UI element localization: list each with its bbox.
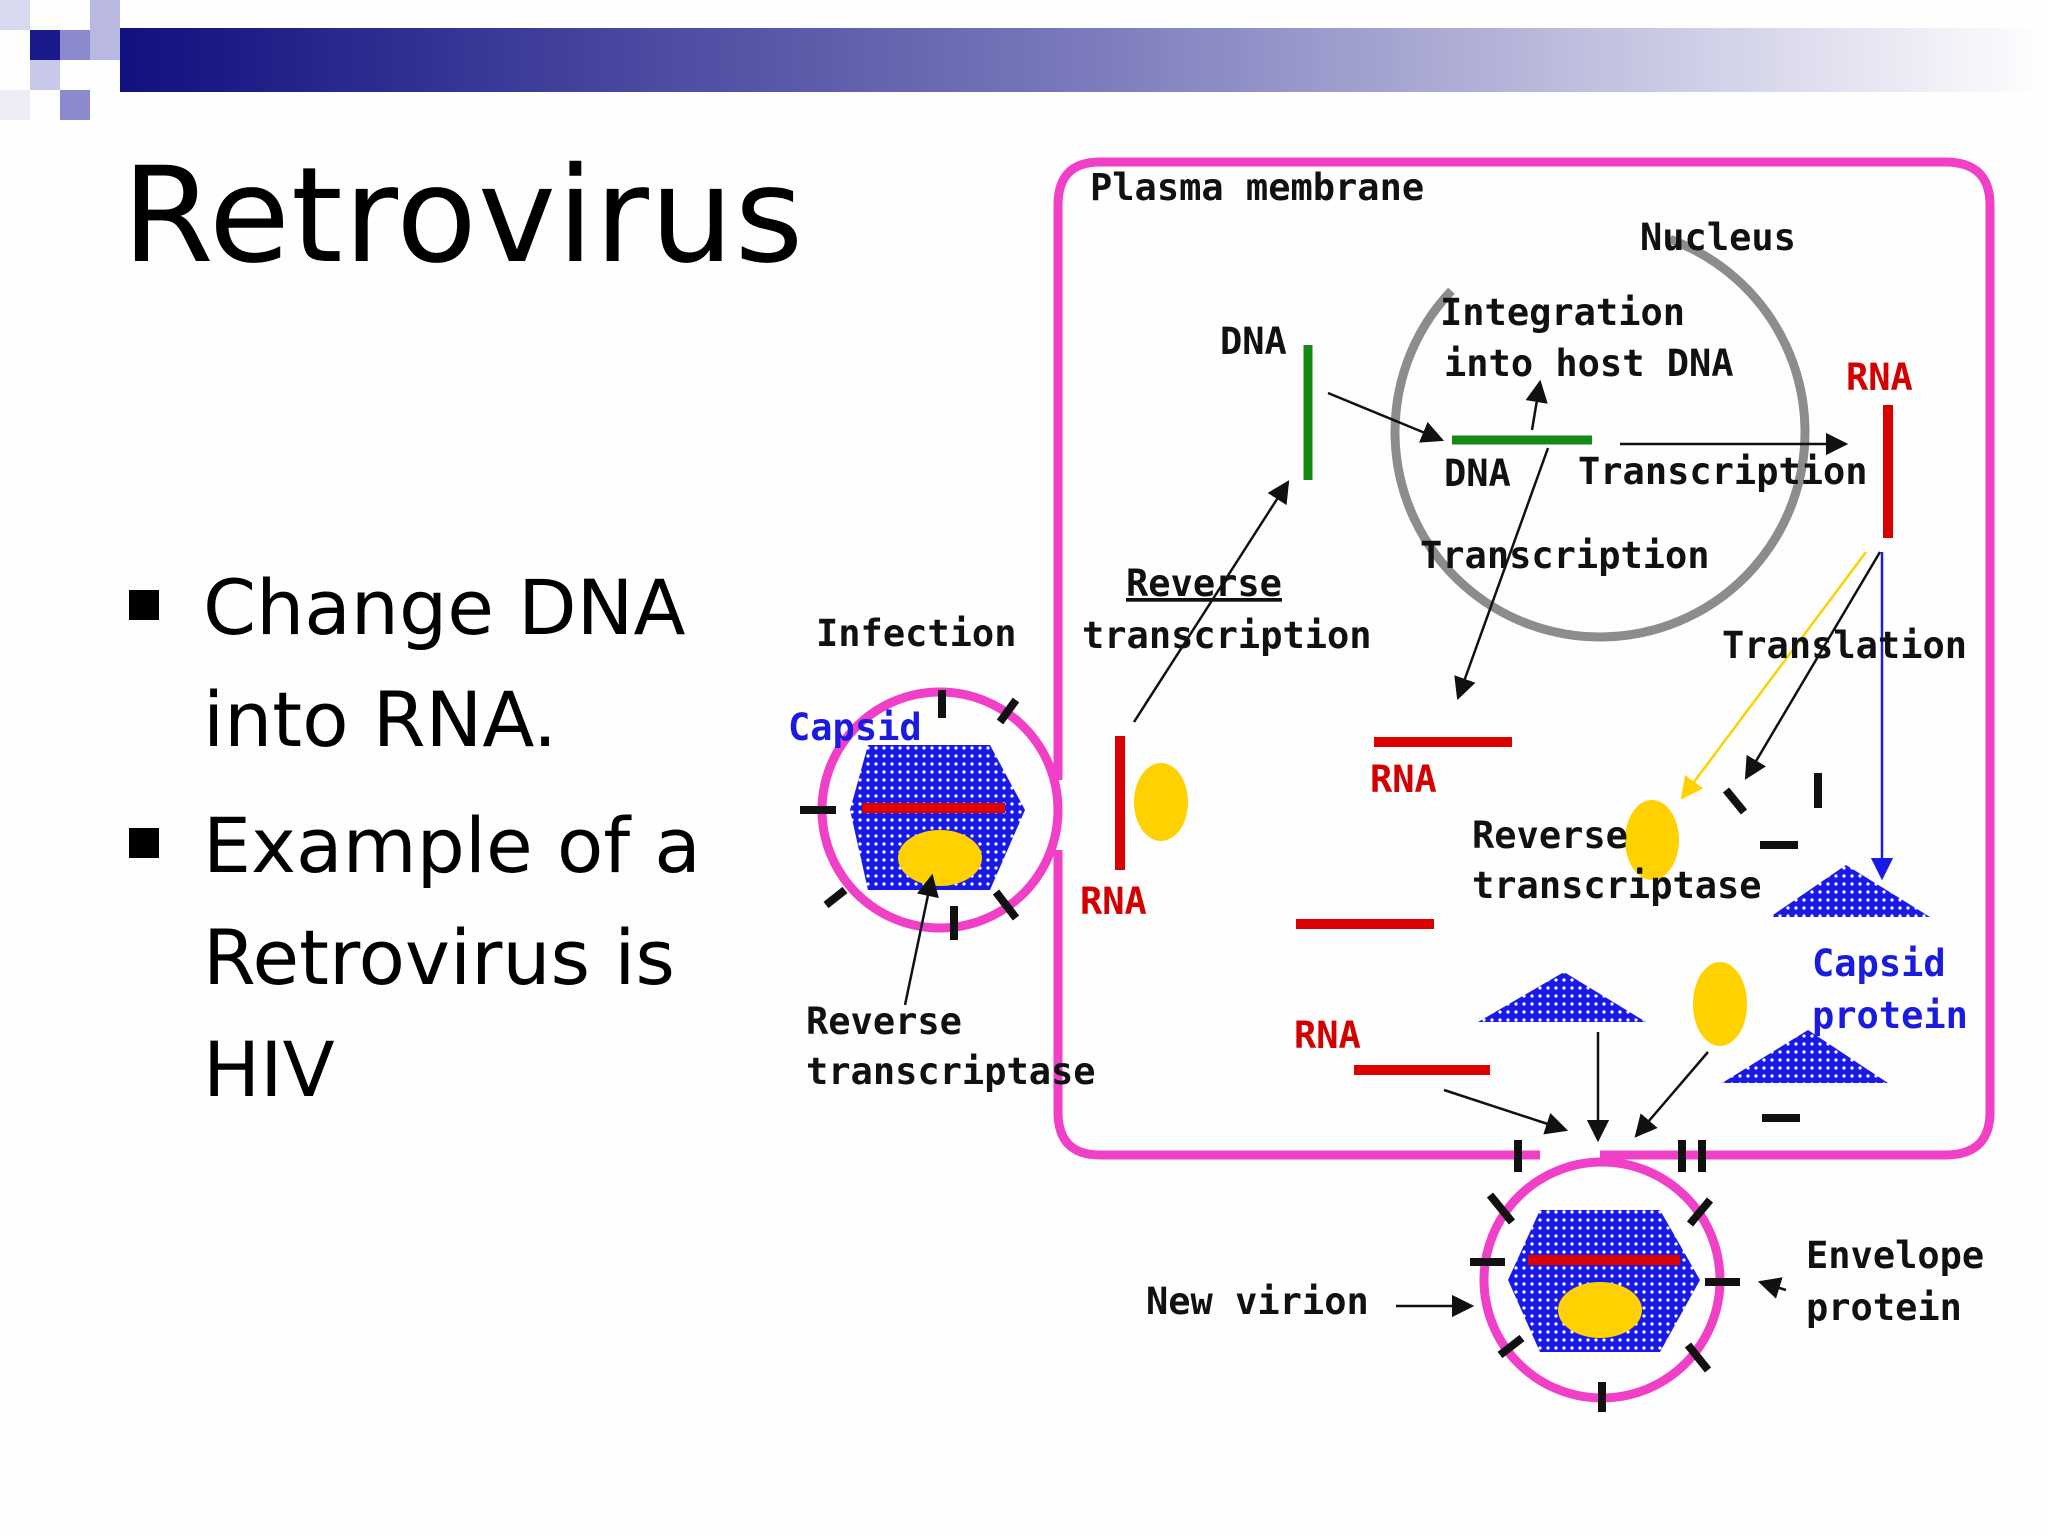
label-nucleus: Nucleus — [1640, 216, 1796, 259]
label-dna-left: DNA — [1220, 320, 1287, 363]
label-reverse-transcription-1: Reverse — [1126, 562, 1282, 605]
label-plasma-membrane: Plasma membrane — [1090, 166, 1424, 209]
arrow-translation-black — [1744, 551, 1882, 780]
label-dna-nucleus: DNA — [1444, 452, 1511, 495]
label-capsid-protein-2: protein — [1812, 994, 1968, 1037]
label-new-virion: New virion — [1146, 1280, 1369, 1323]
capsid-protein-mid — [1478, 972, 1646, 1022]
label-infection: Infection — [816, 612, 1016, 655]
label-capsid: Capsid — [788, 706, 922, 749]
label-transcription-inner: Transcription — [1420, 534, 1710, 577]
reverse-transcriptase-infection — [1134, 763, 1188, 841]
label-rt-bottom-2: transcriptase — [806, 1050, 1096, 1093]
arrow-translation-yellow — [1680, 551, 1868, 800]
capsid-protein-bottom — [1722, 1030, 1888, 1083]
bullet-hiv-example: Example of a Retrovirus is HIV — [125, 790, 765, 1126]
capsid-protein-right — [1770, 865, 1930, 917]
title-banner — [0, 0, 2048, 120]
label-rna-bottom: RNA — [1294, 1014, 1361, 1057]
label-rna-left: RNA — [1080, 880, 1147, 923]
plasma-membrane — [1053, 157, 1995, 1160]
label-integration-1: Integration — [1440, 291, 1685, 334]
arrow-transcription-in — [1454, 447, 1550, 701]
reverse-transcriptase-mid — [1625, 800, 1679, 880]
bullet-change-dna: Change DNA into RNA. — [125, 552, 765, 776]
label-rt-bottom-1: Reverse — [806, 1000, 962, 1043]
label-translation: Translation — [1722, 624, 1967, 667]
new-virion — [1470, 1140, 1740, 1412]
arrow-rt-label — [903, 873, 939, 1006]
label-rt-mid-2: transcriptase — [1472, 864, 1762, 907]
label-envelope-2: protein — [1806, 1286, 1962, 1329]
bullet-list: Change DNA into RNA. Example of a Retrov… — [125, 552, 765, 1140]
label-envelope-1: Envelope — [1806, 1234, 1984, 1277]
arrow-dna-to-nucleus — [1327, 391, 1445, 443]
arrow-reverse-transcription — [1132, 480, 1290, 723]
label-reverse-transcription-2: transcription — [1082, 614, 1372, 657]
infecting-virion — [800, 687, 1063, 940]
arrow-rna-to-virion — [1443, 1088, 1569, 1135]
envelope-proteins — [1722, 773, 1822, 1122]
arrow-rt-to-virion — [1634, 1051, 1709, 1138]
label-rt-mid-1: Reverse — [1472, 814, 1628, 857]
label-rna-top-right: RNA — [1846, 356, 1913, 399]
nucleus — [1390, 222, 1810, 642]
slide-title: Retrovirus — [122, 139, 805, 293]
label-transcription-right: Transcription — [1578, 450, 1868, 493]
label-integration-2: into host DNA — [1444, 342, 1734, 385]
label-capsid-protein-1: Capsid — [1812, 942, 1946, 985]
arrow-integration — [1525, 379, 1548, 431]
reverse-transcriptase-lower — [1693, 962, 1747, 1046]
arrow-envelope-protein — [1757, 1277, 1787, 1299]
label-rna-mid: RNA — [1370, 758, 1437, 801]
